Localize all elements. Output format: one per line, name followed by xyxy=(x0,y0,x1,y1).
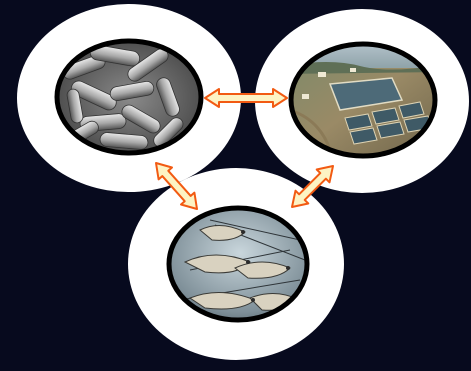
arrow-bacteria-farm xyxy=(205,89,287,107)
